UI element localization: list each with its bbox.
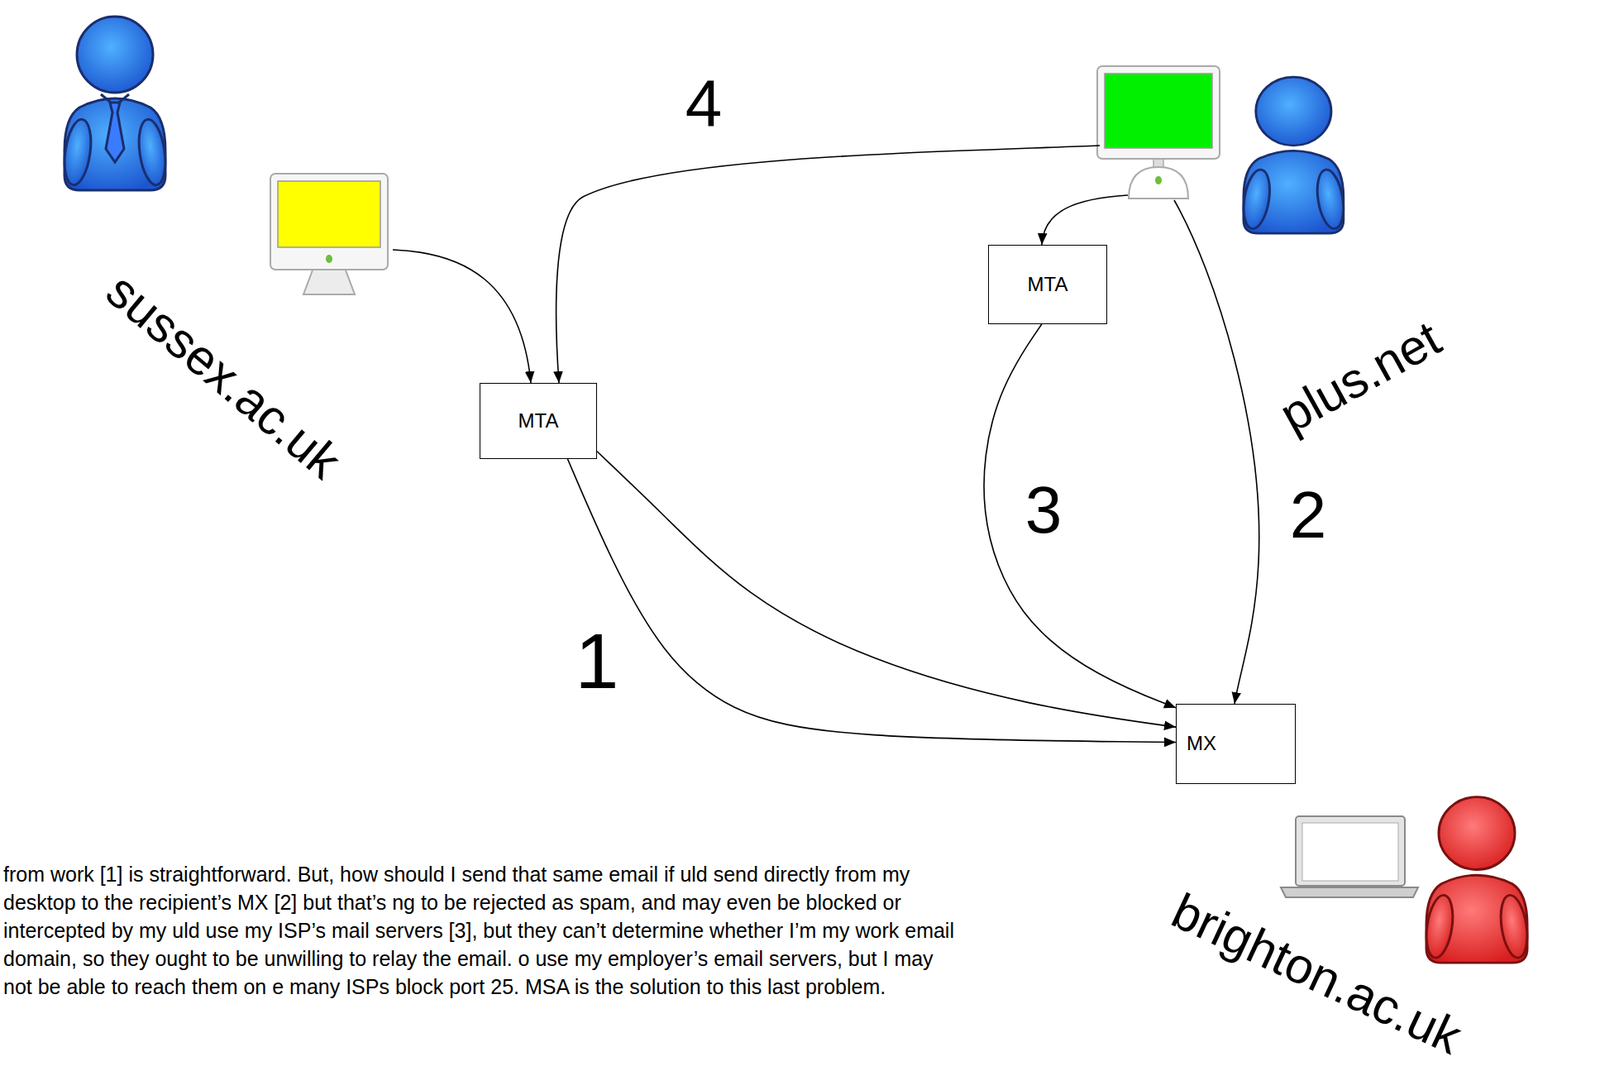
relay-connector xyxy=(567,458,1176,743)
callout-number: 2 xyxy=(1289,477,1328,554)
domain-label: brighton.ac.uk xyxy=(1163,882,1471,1066)
caption-text: from work [1] is straightforward. But, h… xyxy=(3,859,963,1001)
callout-number: 4 xyxy=(685,65,723,142)
person-icon xyxy=(1240,76,1348,234)
label-holder: 1 xyxy=(575,616,620,707)
submission-arrows xyxy=(392,145,1260,704)
domain-region: brighton.ac.uk MX xyxy=(1087,620,1600,1071)
callout-number: 1 xyxy=(575,616,620,707)
label-holder: 2 xyxy=(1289,477,1328,554)
domain-region: plus.netMTA xyxy=(922,0,1476,366)
box-label: MX xyxy=(1186,731,1217,756)
desktop-computer xyxy=(1097,66,1220,199)
label-holder: 3 xyxy=(1025,472,1063,549)
domain-region: sussex.ac.ukMTA xyxy=(3,5,711,573)
person-icon xyxy=(1423,797,1532,964)
mta-box: MTA xyxy=(988,244,1108,325)
arrow-line xyxy=(392,249,531,383)
region-ellipse xyxy=(864,0,1534,444)
region-ellipse xyxy=(1006,529,1600,1071)
tie xyxy=(105,102,125,163)
label-holder: 4 xyxy=(685,65,723,142)
laptop-computer xyxy=(1280,816,1419,898)
arrow-line xyxy=(1041,195,1128,245)
domain-label: sussex.ac.uk xyxy=(95,262,352,491)
person-icon xyxy=(61,16,170,191)
box-label: MTA xyxy=(1027,272,1069,297)
mx-box: MX xyxy=(1175,703,1296,784)
caption-holder: from work [1] is straightforward. But, h… xyxy=(3,859,963,1001)
relay-connector xyxy=(983,324,1176,708)
relay-connector xyxy=(597,451,1176,727)
box-label: MTA xyxy=(518,409,559,434)
arrow-line xyxy=(1174,200,1260,704)
mta-box: MTA xyxy=(479,382,598,459)
desktop-computer xyxy=(270,173,388,295)
callout-number: 3 xyxy=(1025,472,1063,549)
domain-label: plus.net xyxy=(1270,309,1450,444)
region-ellipse xyxy=(0,0,798,676)
